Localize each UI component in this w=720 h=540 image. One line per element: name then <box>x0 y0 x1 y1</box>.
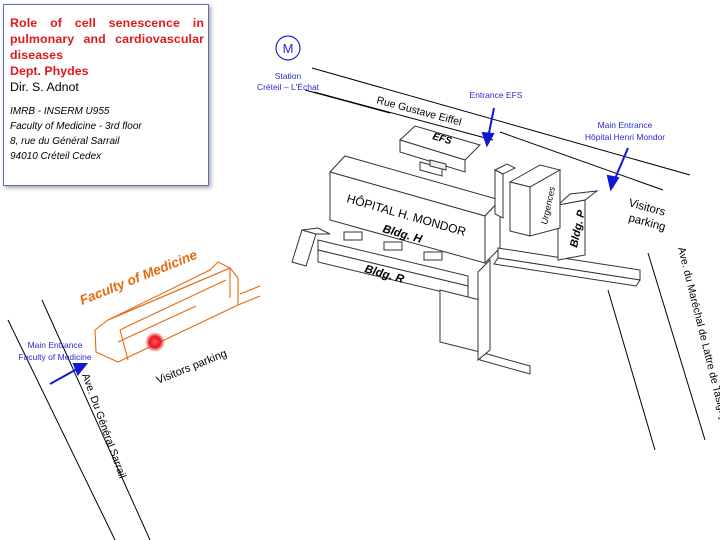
entrance-efs-label: Entrance EFS <box>470 90 523 100</box>
entrance-hopital-line2: Hôpital Henri Mondor <box>585 132 665 142</box>
address-line: Faculty of Medicine - 3rd floor <box>10 121 142 132</box>
department-name: Dept. Phydes <box>10 64 89 78</box>
faculty-building <box>94 261 261 363</box>
lab-info-box: Role of cell senescence in pulmonary and… <box>3 4 209 186</box>
entrance-faculty-line1: Main Entrance <box>28 340 83 350</box>
lab-title: Role of cell senescence in pulmonary and… <box>10 16 204 62</box>
lab-address: IMRB - INSERM U955 Faculty of Medicine -… <box>10 104 204 164</box>
metro-station-line2: Créteil – L'Échat <box>257 82 320 92</box>
hospital-complex <box>291 125 641 375</box>
address-line: IMRB - INSERM U955 <box>10 106 110 117</box>
street-lines <box>7 67 706 540</box>
street-marechal: Ave. du Maréchal de Lattre de Tasigny <box>675 246 720 423</box>
building-efs-label: EFS <box>431 131 453 147</box>
entrance-hopital-line1: Main Entrance <box>598 120 653 130</box>
metro-symbol: M <box>283 41 294 56</box>
address-line: 94010 Créteil Cedex <box>10 151 102 162</box>
street-general-sarrail: Ave. Du Général Sarrail <box>79 372 128 480</box>
street-gustave-eiffel: Rue Gustave Eiffel <box>375 94 462 128</box>
arrow-icon <box>49 107 629 385</box>
director-name: Dir. S. Adnot <box>10 80 79 94</box>
location-marker <box>145 332 165 352</box>
metro-station-line1: Station <box>275 71 302 81</box>
metro-icon <box>275 35 301 61</box>
address-line: 8, rue du Général Sarrail <box>10 136 120 147</box>
entrance-faculty-line2: Faculty of Medicine <box>18 352 91 362</box>
building-faculty-label: Faculty of Medicine <box>78 247 200 308</box>
parking-west-label: Visitors parking <box>155 348 229 387</box>
